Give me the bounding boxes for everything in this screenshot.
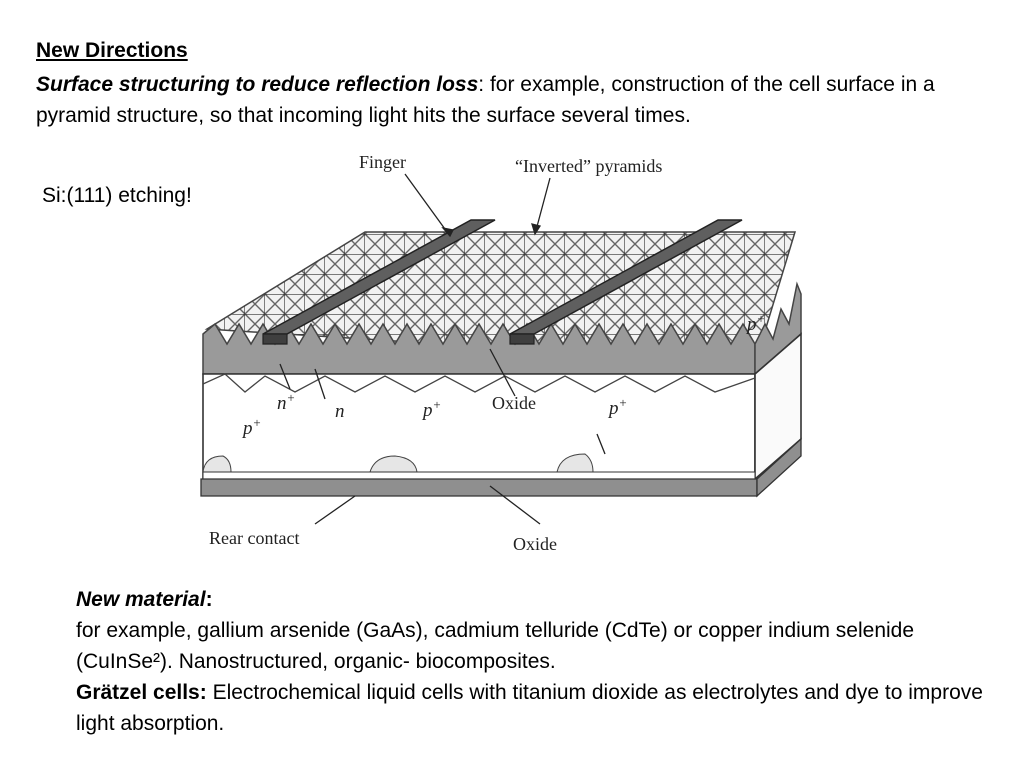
leader-lines	[279, 173, 606, 525]
intro-paragraph: Surface structuring to reduce reflection…	[36, 69, 996, 131]
new-material-colon: :	[205, 588, 213, 611]
gratzel-text: Electrochemical liquid cells with titani…	[76, 681, 983, 735]
solar-cell-illustration: Finger “Inverted” pyramids n+ n p+ p+ p+…	[200, 152, 802, 554]
intro-text: : for example, construction of the cell …	[36, 73, 935, 127]
new-material-examples: for example, gallium arsenide (GaAs), ca…	[76, 619, 915, 673]
rear-contact-layer	[200, 478, 758, 497]
finger-right	[509, 219, 743, 345]
rear-contact-side	[756, 437, 802, 498]
page-heading: New Directions	[36, 39, 188, 62]
label-oxide-bottom: Oxide	[513, 534, 557, 554]
label-p-plus-left: p+	[241, 415, 261, 439]
new-material-section: New material: for example, gallium arsen…	[76, 584, 996, 739]
label-inverted-pyramids: “Inverted” pyramids	[515, 156, 662, 176]
new-material-heading: New material:	[76, 584, 996, 615]
finger-left	[262, 219, 496, 345]
gratzel-label: Grätzel cells:	[76, 681, 207, 704]
emitter-boundary	[202, 373, 756, 393]
label-p-plus-mid: p+	[421, 397, 441, 421]
label-rear-contact: Rear contact	[209, 528, 299, 548]
rear-oxide-layer	[202, 471, 756, 480]
label-oxide-top: Oxide	[492, 393, 536, 413]
label-p-plus-side: p+	[745, 311, 765, 335]
label-finger: Finger	[359, 152, 406, 172]
gratzel-cells-paragraph: Grätzel cells: Electrochemical liquid ce…	[76, 677, 996, 739]
new-material-title: New material	[76, 588, 206, 611]
p-plus-region-left	[202, 455, 232, 473]
front-textured-edge	[202, 322, 756, 375]
label-p-plus-right: p+	[607, 395, 627, 419]
label-n-plus: n+	[277, 390, 295, 414]
label-n: n	[335, 401, 345, 422]
intro-emphasis: Surface structuring to reduce reflection…	[36, 73, 479, 96]
p-plus-region-right	[556, 453, 594, 473]
p-plus-region-mid	[369, 455, 418, 473]
etching-note: Si:(111) etching!	[42, 184, 192, 207]
solar-cell-diagram: Finger “Inverted” pyramids n+ n p+ p+ p+…	[165, 134, 805, 562]
